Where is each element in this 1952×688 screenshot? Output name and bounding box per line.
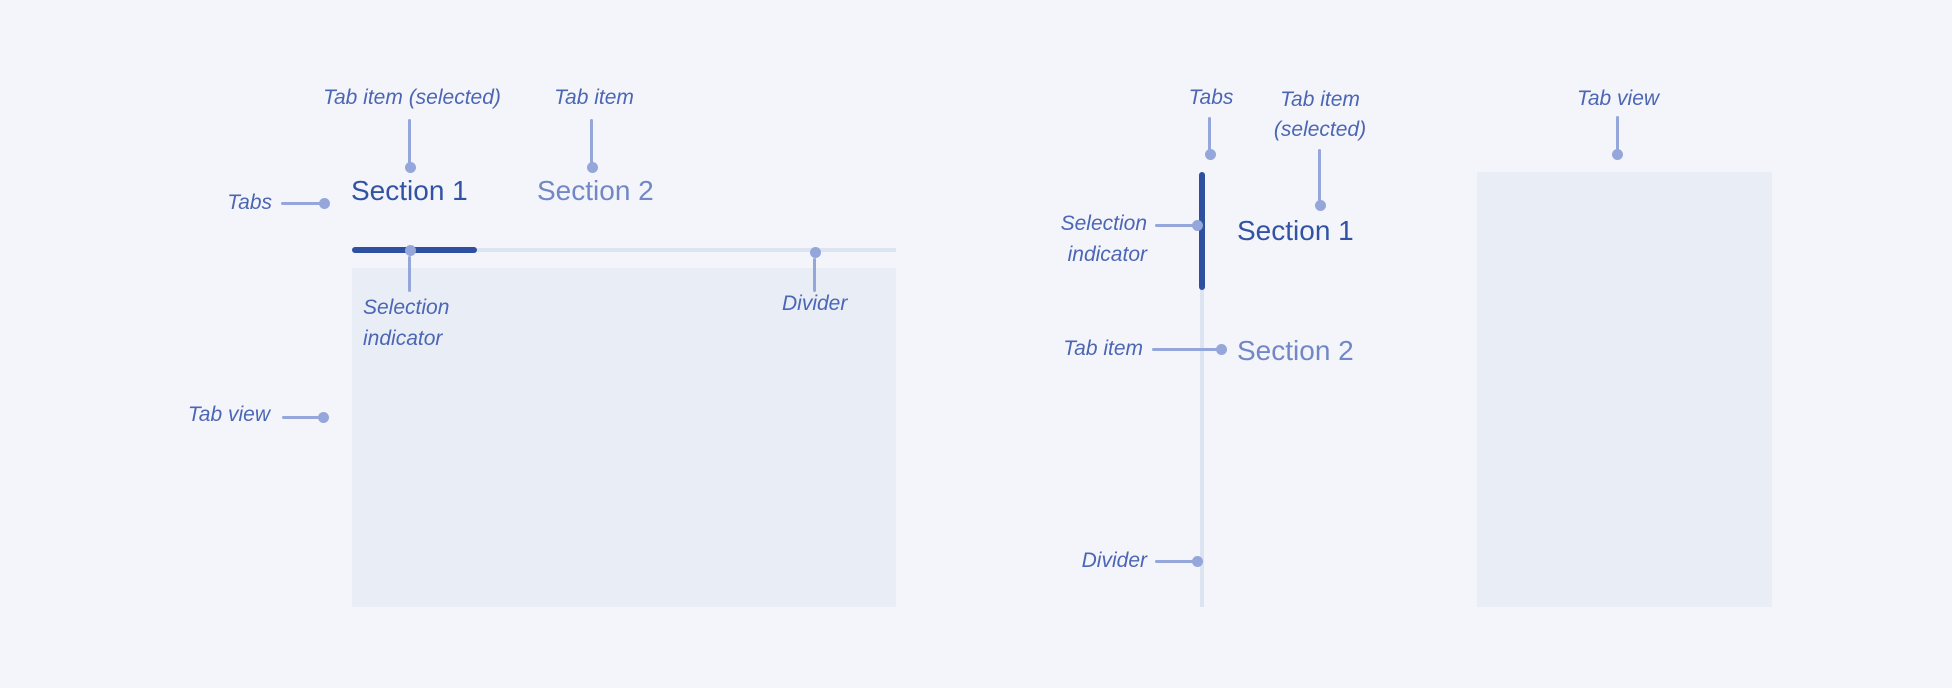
callout-line <box>408 119 411 165</box>
annotation-tab-item: Tab item <box>1063 337 1143 360</box>
callout-line <box>1318 149 1321 201</box>
annotation-tabs: Tabs <box>227 191 272 214</box>
annotation-tab-item: Tab item <box>554 86 634 109</box>
callout-dot <box>1192 220 1203 231</box>
callout-line <box>1208 117 1211 150</box>
annotation-tab-item-selected: Tab item (selected) <box>323 86 501 109</box>
annotation-tab-view: Tab view <box>187 403 270 426</box>
callout-line <box>1616 116 1619 150</box>
callout-line <box>282 416 320 419</box>
annotation-tabs: Tabs <box>1188 86 1234 109</box>
callout-dot <box>318 412 329 423</box>
callout-dot <box>319 198 330 209</box>
callout-line <box>281 202 321 205</box>
divider <box>1200 290 1204 607</box>
callout-line <box>590 119 593 165</box>
callout-dot <box>810 247 821 258</box>
callout-dot <box>1612 149 1623 160</box>
callout-line <box>1155 560 1195 563</box>
tab-item-section-1[interactable]: Section 1 <box>351 175 468 206</box>
callout-line <box>408 256 411 292</box>
annotation-divider: Divider <box>782 292 848 315</box>
annotation-selection-indicator: Selection indicator <box>1060 212 1147 266</box>
divider <box>477 248 896 252</box>
annotation-tab-view: Tab view <box>1576 87 1660 110</box>
tab-view-panel <box>352 268 896 607</box>
selection-indicator <box>1199 172 1205 290</box>
annotation-tab-item-selected: Tab item (selected) <box>1273 88 1367 141</box>
callout-dot <box>1192 556 1203 567</box>
callout-line <box>1155 224 1195 227</box>
annotation-selection-indicator: Selection indicator <box>363 296 450 350</box>
callout-dot <box>1315 200 1326 211</box>
annotation-divider: Divider <box>1081 549 1147 572</box>
callout-dot <box>405 245 416 256</box>
callout-dot <box>587 162 598 173</box>
tab-item-section-2[interactable]: Section 2 <box>537 175 654 206</box>
tab-item-section-2[interactable]: Section 2 <box>1237 335 1354 366</box>
callout-line <box>813 258 816 292</box>
callout-dot <box>405 162 416 173</box>
callout-dot <box>1216 344 1227 355</box>
callout-line <box>1152 348 1218 351</box>
callout-dot <box>1205 149 1216 160</box>
tab-view-panel <box>1477 172 1772 607</box>
tab-item-section-1[interactable]: Section 1 <box>1237 215 1354 246</box>
